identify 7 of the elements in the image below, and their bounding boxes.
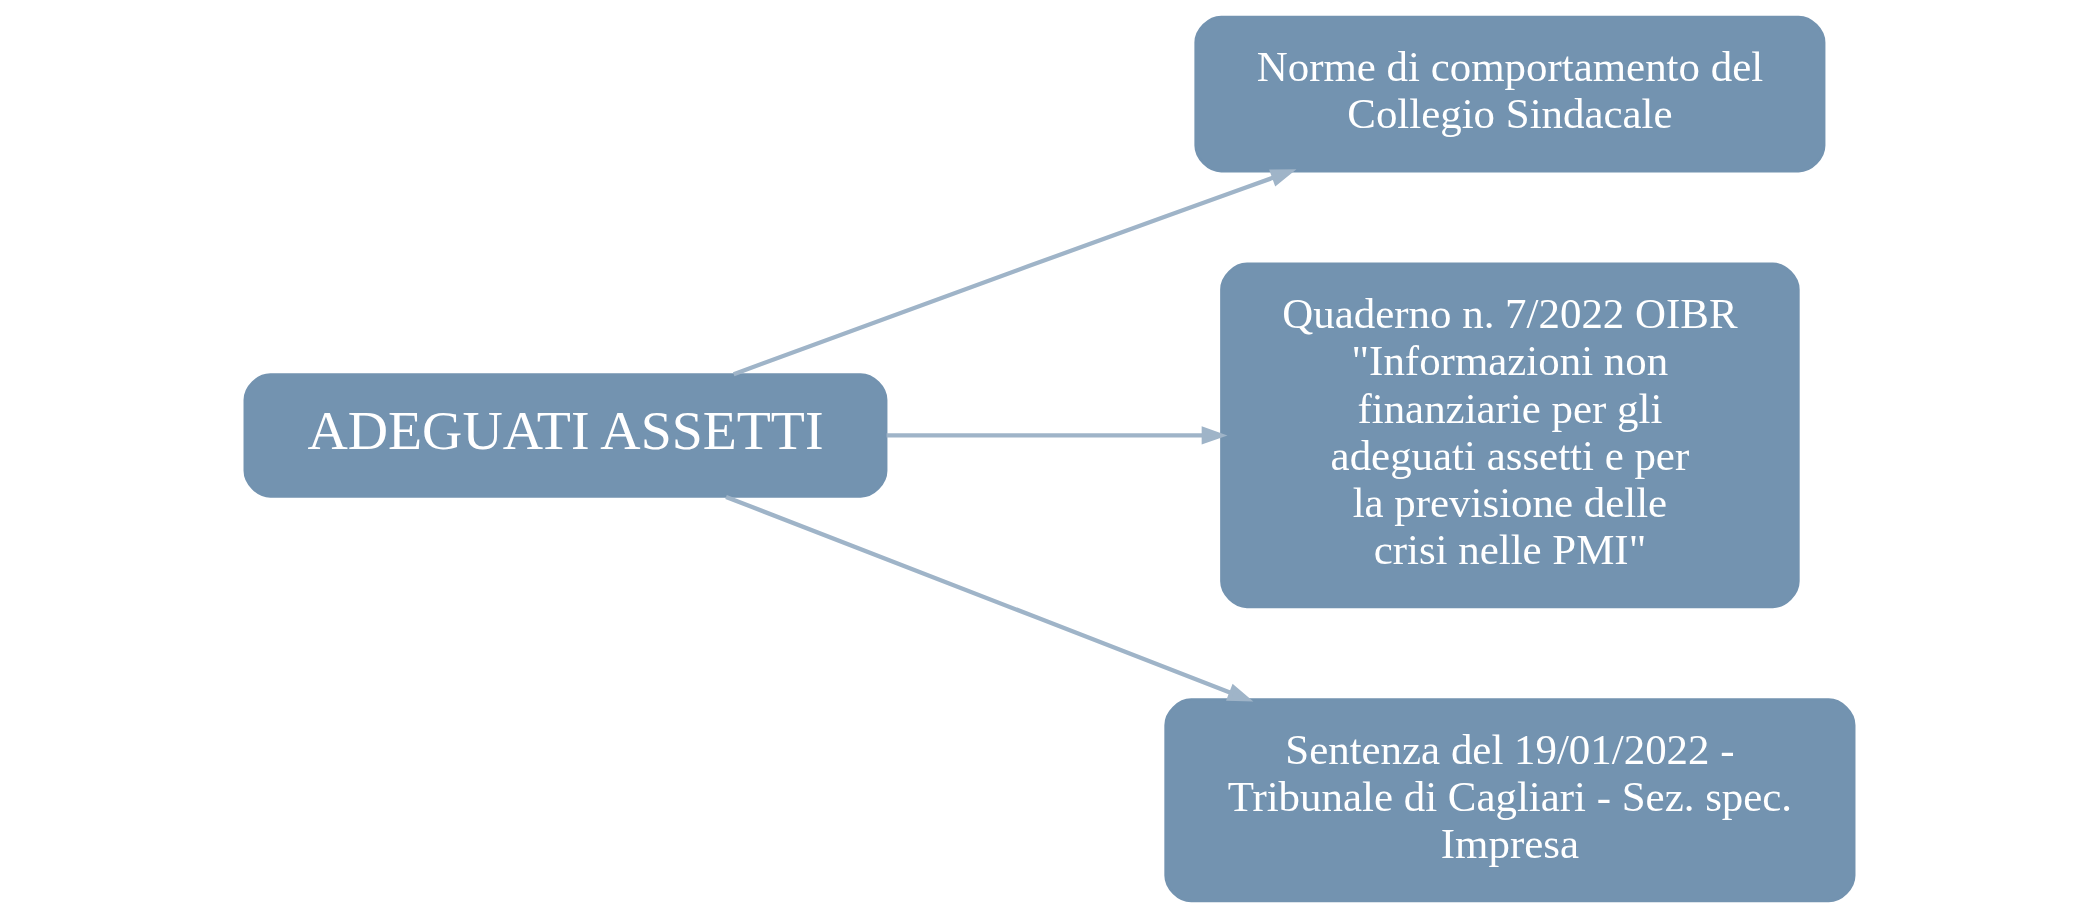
node-box: Sentenza del 19/01/2022 - Tribunale di Cagliari - Sez. spec. Impresa [1164,698,1856,903]
node-box: ADEGUATI ASSETTI [243,373,888,498]
arrow [725,494,1254,702]
arrow [886,426,1228,445]
node-box: Norme di comportamento del Collegio Sindacale [1194,15,1826,173]
arrow [732,169,1297,377]
node-box: Quaderno n. 7/2022 OIBR "Informazioni non finanziarie per gli adeguati assetti e per la previsione delle crisi nelle PMI" [1220,262,1800,609]
